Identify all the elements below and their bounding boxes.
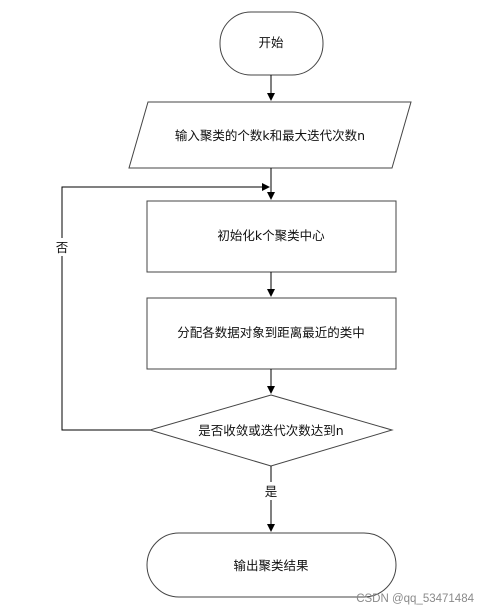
no-label-mask	[55, 238, 69, 256]
decision-node-label: 是否收敛或迭代次数达到n	[198, 423, 343, 438]
yes-label-mask	[263, 482, 279, 500]
end-node-label: 输出聚类结果	[233, 558, 309, 573]
edge-label-no: 否	[56, 240, 69, 255]
start-node: 开始	[219, 11, 324, 76]
input-node: 输入聚类的个数k和最大迭代次数n	[128, 101, 412, 169]
assign-node-label: 分配各数据对象到距离最近的类中	[177, 325, 365, 340]
edge-label-yes: 是	[265, 484, 278, 499]
csdn-watermark: CSDN @qq_53471484	[356, 593, 474, 605]
end-node: 输出聚类结果	[146, 532, 397, 598]
init-node-label: 初始化k个聚类中心	[217, 228, 325, 243]
arrow-no-loop-back	[61, 183, 270, 431]
input-node-label: 输入聚类的个数k和最大迭代次数n	[175, 128, 365, 143]
assign-node: 分配各数据对象到距离最近的类中	[146, 297, 397, 370]
start-node-label: 开始	[258, 35, 284, 50]
init-node: 初始化k个聚类中心	[146, 200, 397, 273]
decision-node: 是否收敛或迭代次数达到n	[148, 394, 394, 467]
